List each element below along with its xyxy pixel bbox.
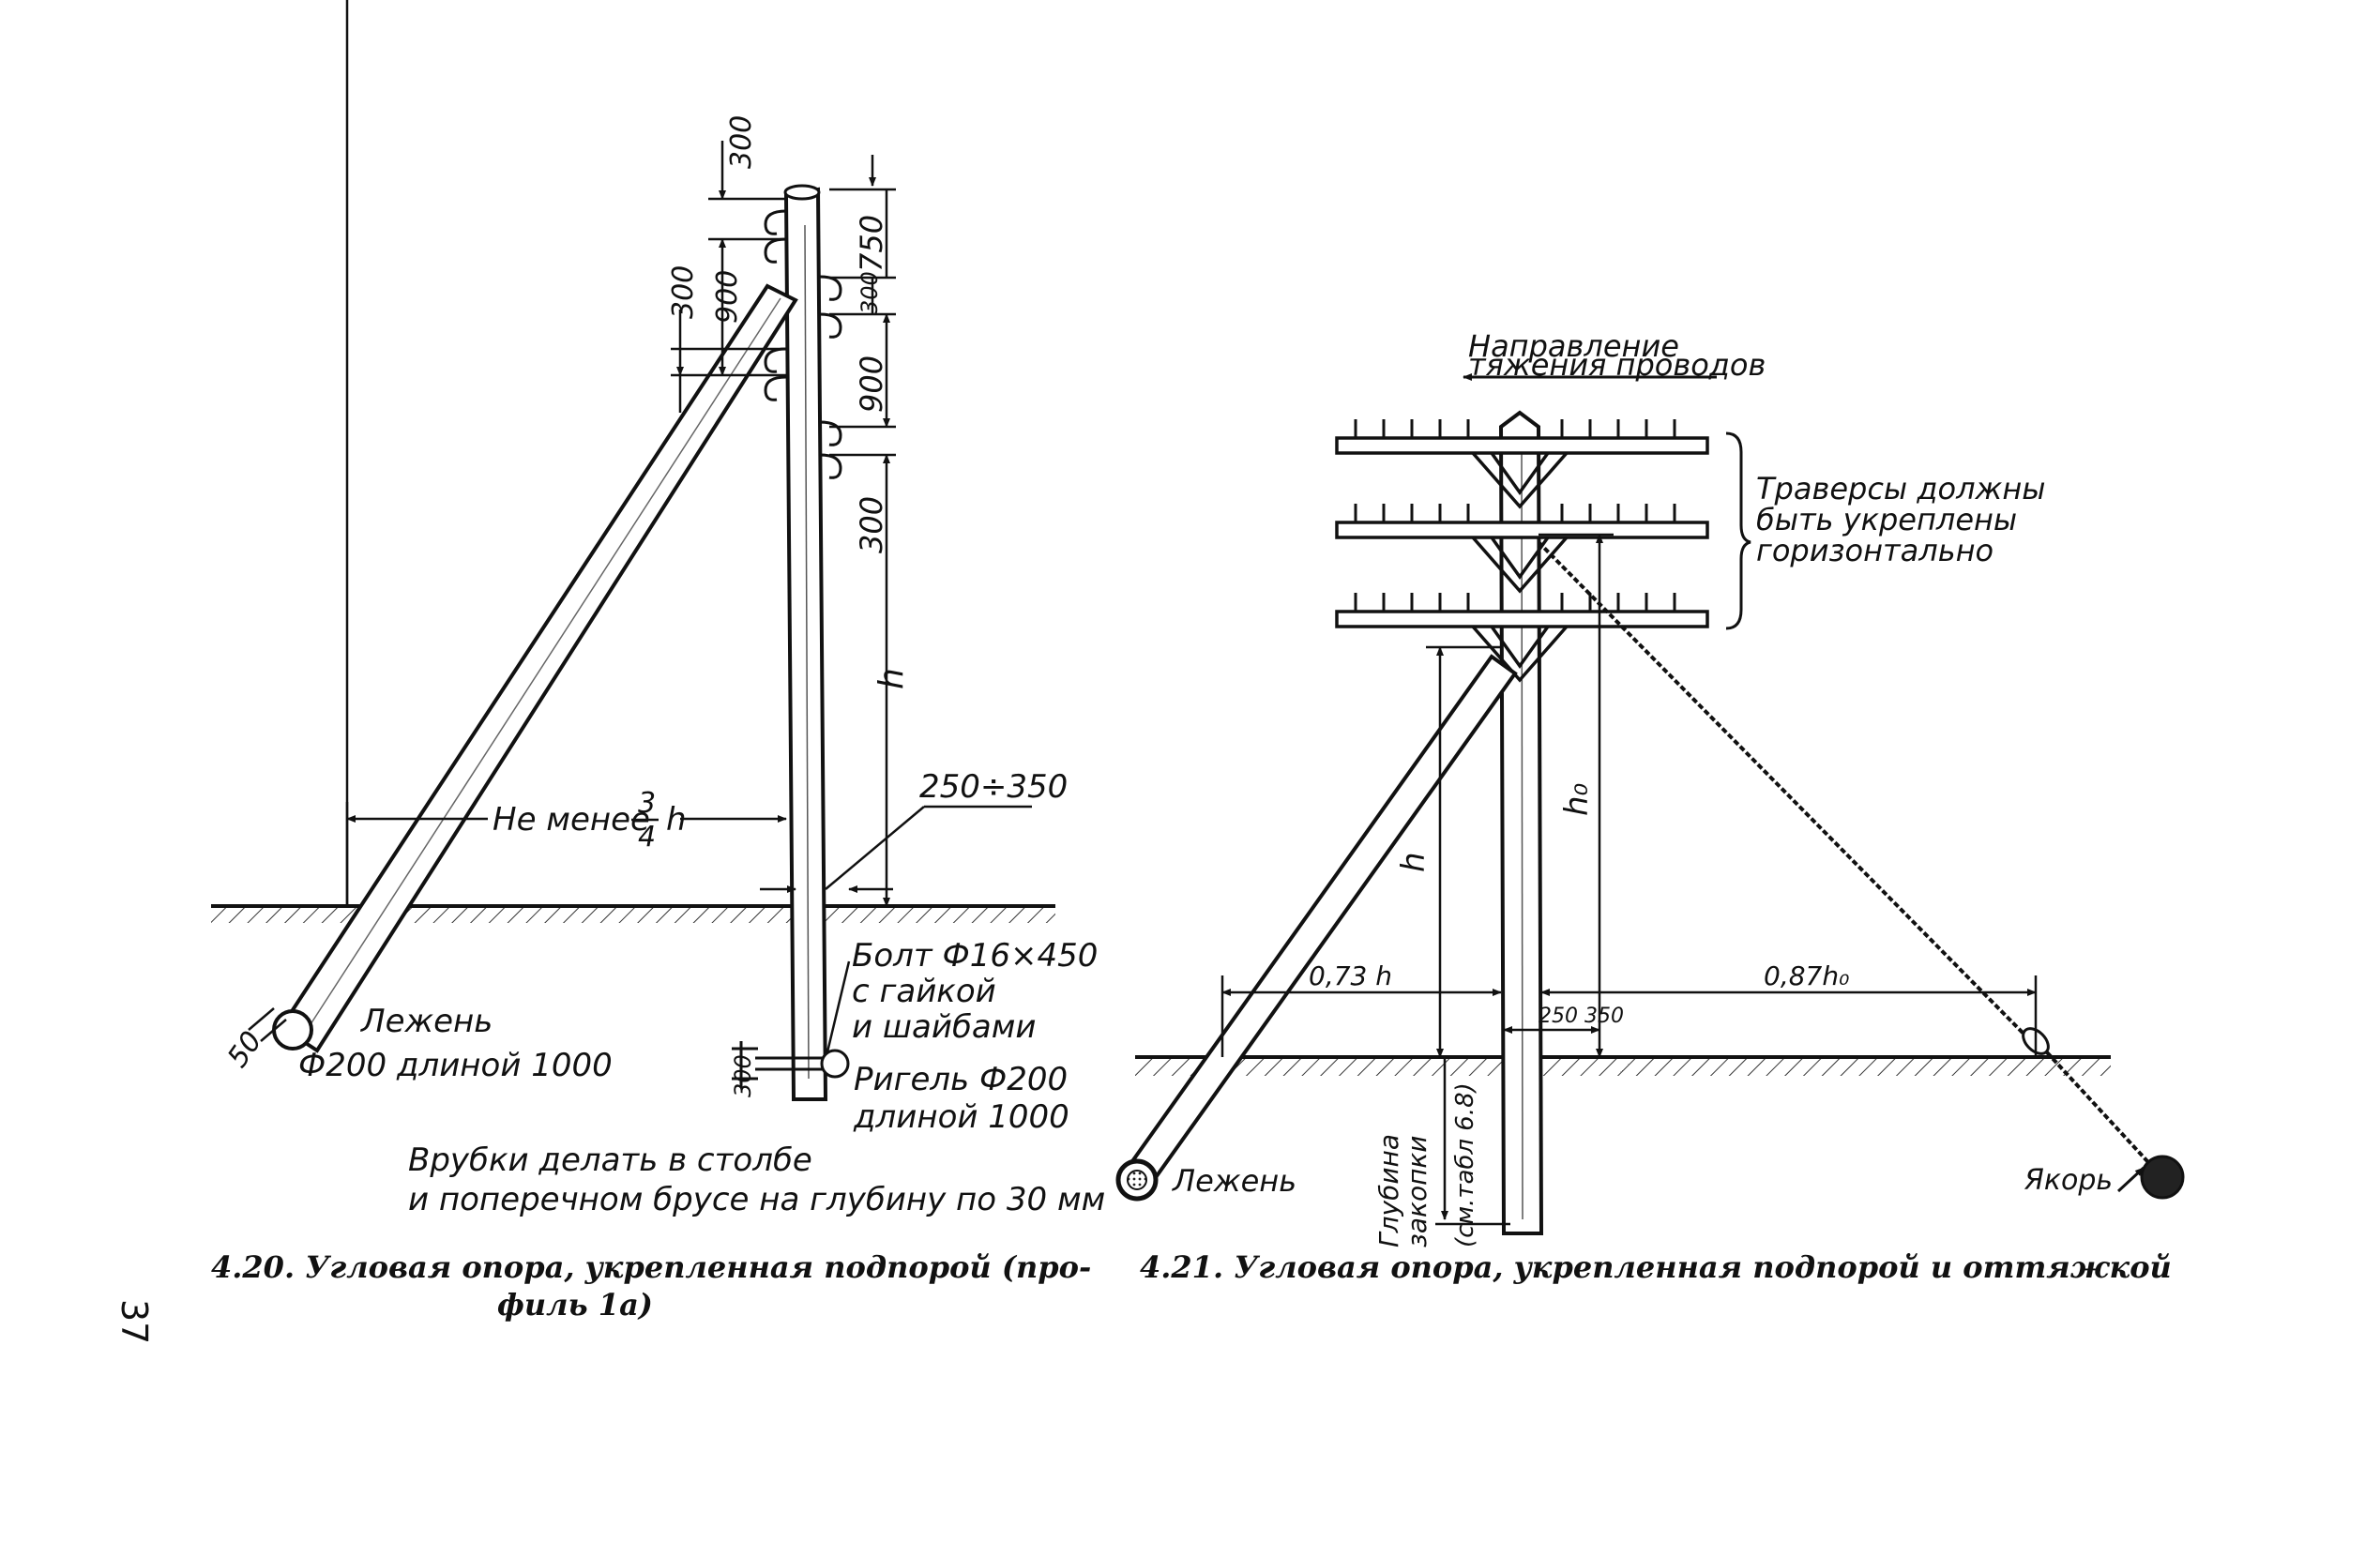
guy-wire-421 bbox=[1537, 540, 2185, 1200]
insulator-pins-421 bbox=[1354, 419, 1676, 612]
traverse-note-line2: быть укреплены bbox=[1756, 502, 2017, 537]
not-less-label: Не менее bbox=[493, 801, 650, 839]
crossbar-420 bbox=[732, 1041, 850, 1088]
dim-087h0-421 bbox=[1540, 975, 2038, 1057]
depth-dim-421 bbox=[1435, 1057, 1510, 1226]
traverse-note-line1: Траверсы должны bbox=[1756, 471, 2046, 506]
ground-420 bbox=[211, 904, 1055, 923]
bolt-label-line3: и шайбами bbox=[852, 1008, 1037, 1046]
caption-4-21: 4.21. Угловая опора, укрепленная подпоро… bbox=[1140, 1249, 2172, 1285]
lezhen-label-420-line1: Лежень bbox=[359, 1003, 493, 1040]
notch-note-line1: Врубки делать в столбе bbox=[408, 1141, 812, 1179]
ground-421 bbox=[1135, 1055, 2111, 1076]
pole-420 bbox=[783, 184, 828, 1101]
figure-4-21: Направление тяжения проводов Траверсы до… bbox=[1115, 328, 2185, 1285]
dim-chain-left-420 bbox=[671, 141, 786, 413]
figure-4-20: 300 300 900 750 300 900 300 h Н bbox=[211, 0, 1105, 1323]
dim-750-label: 750 bbox=[854, 215, 889, 272]
dim-50-label: 50 bbox=[221, 1025, 269, 1073]
insulator-hooks-right-420 bbox=[819, 275, 842, 479]
dim-087h0-label: 0,87h₀ bbox=[1764, 960, 1849, 991]
dim-chain-right-420 bbox=[829, 155, 901, 908]
traverse-bracket bbox=[1725, 431, 1751, 630]
bolt-label-line2: с гайкой bbox=[852, 973, 996, 1010]
dim-h-label: h bbox=[872, 668, 911, 689]
dim-900-b-label: 900 bbox=[854, 355, 889, 413]
dim-300-a-label: 300 bbox=[667, 265, 700, 319]
dim-300-b-label: 300 bbox=[856, 271, 883, 314]
bolt-label-line1: Болт Ф16×450 bbox=[852, 937, 1098, 975]
crossarm-bottom bbox=[1335, 610, 1709, 628]
crossarm-middle bbox=[1335, 521, 1709, 539]
dim-300-top-label: 300 bbox=[725, 115, 758, 169]
bolt-leader-420 bbox=[824, 960, 851, 1061]
traverse-note-line3: горизонтально bbox=[1756, 533, 1993, 568]
dim-h0-421 bbox=[1539, 533, 1614, 1058]
fraction-denominator: 4 bbox=[638, 821, 656, 854]
strut-420 bbox=[279, 283, 798, 1053]
rigel-label-line2: длиной 1000 bbox=[853, 1098, 1069, 1136]
fraction-numerator: 3 bbox=[638, 787, 656, 820]
page-number: 37 bbox=[114, 1299, 155, 1344]
dim-900-a-label: 900 bbox=[711, 270, 744, 324]
dim-h0-421-label: h₀ bbox=[1558, 782, 1596, 816]
dim-250-350-421-label: 250 350 bbox=[1539, 1005, 1624, 1028]
caption-4-20-line2: филь 1а) bbox=[497, 1287, 653, 1323]
fraction-variable: h bbox=[666, 801, 687, 839]
dim-073h-421 bbox=[1220, 975, 1502, 1057]
depth-label-line2: закопки bbox=[1402, 1135, 1433, 1247]
depth-label-line1: Глубина bbox=[1373, 1134, 1404, 1247]
sill-log-420 bbox=[272, 1009, 313, 1051]
dim-250-350-420 bbox=[760, 805, 1032, 893]
anchor-arrow bbox=[2116, 1166, 2145, 1193]
anchor-label: Якорь bbox=[2024, 1164, 2113, 1197]
rigel-label-line1: Ригель Ф200 bbox=[854, 1061, 1068, 1098]
lezhen-label-420-line2: Ф200 длиной 1000 bbox=[298, 1047, 613, 1084]
dim-250-350-label: 250÷350 bbox=[919, 768, 1068, 806]
dim-073h-label: 0,73 h bbox=[1309, 960, 1392, 991]
dim-300-bottom-label: 300 bbox=[730, 1054, 756, 1097]
dim-50-420 bbox=[248, 1007, 287, 1042]
dim-not-less-420 bbox=[345, 0, 787, 905]
notch-note-line2: и поперечном брусе на глубину по 30 мм bbox=[408, 1181, 1105, 1218]
depth-label-line3: (см.табл 6.8) bbox=[1451, 1082, 1479, 1247]
dim-300-c-label: 300 bbox=[854, 496, 889, 553]
lezhen-label-421: Лежень bbox=[1172, 1163, 1296, 1199]
direction-label-line2: тяжения проводов bbox=[1468, 347, 1766, 383]
crossarm-braces bbox=[1471, 451, 1569, 683]
direction-label-line1: Направление bbox=[1468, 328, 1679, 364]
caption-4-20-line1: 4.20. Угловая опора, укрепленная подпоро… bbox=[211, 1249, 1091, 1285]
dim-h-421-label: h bbox=[1395, 852, 1433, 872]
crossarm-top bbox=[1335, 436, 1709, 455]
